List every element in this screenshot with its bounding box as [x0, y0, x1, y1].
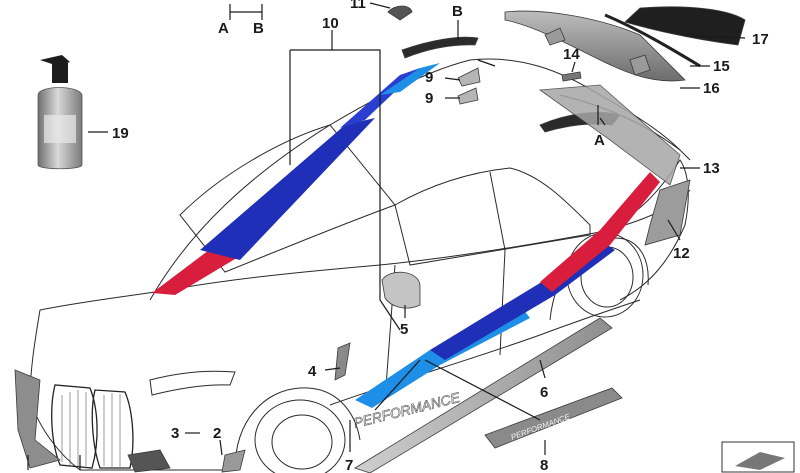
roof-trim-b: [401, 36, 479, 59]
callout-19: 19: [112, 125, 129, 142]
front-splitter: [14, 369, 61, 469]
headlight: [149, 370, 236, 396]
trunk-spoiler: [504, 10, 686, 82]
callout-3: 3: [171, 425, 179, 442]
front-wheel-arch: [234, 387, 361, 471]
callout-11: 11: [350, 0, 366, 12]
stripe-light-blue-roof: [380, 63, 440, 95]
emblem-14: [561, 71, 582, 82]
callout-16: 16: [703, 80, 720, 97]
front-wheel: [254, 399, 346, 473]
callout-B-left: B: [253, 20, 264, 37]
callout-5: 5: [400, 321, 408, 338]
hood-roof-stripe: [152, 63, 440, 295]
callout-17: 17: [752, 31, 769, 48]
callout-4: 4: [308, 363, 317, 380]
rear-bumper-insert: [644, 179, 691, 246]
callout-9-lower: 9: [425, 90, 433, 107]
stripe-dark-blue-hood: [200, 118, 375, 260]
callout-A-left: A: [218, 20, 229, 37]
reference-box: [721, 441, 795, 473]
part-11-cap: [387, 5, 413, 21]
b-pillar: [489, 171, 506, 251]
callout-13: 13: [703, 160, 720, 177]
winglet-9-lower: [457, 87, 479, 105]
leader-lines: [27, 2, 746, 470]
callout-A-right: A: [594, 132, 605, 149]
side-skirt: [354, 317, 613, 473]
front-wheel-rim: [271, 414, 333, 470]
cleaner-spray-bottle: [37, 55, 83, 170]
stripe-red-side: [540, 172, 660, 292]
callout-15: 15: [713, 58, 730, 75]
callout-B-top: B: [452, 3, 463, 20]
mirror-cap: [381, 271, 421, 309]
front-flap: [221, 449, 246, 473]
kidney-grille: [51, 384, 134, 469]
callout-12: 12: [673, 245, 690, 262]
callout-7: 7: [345, 457, 353, 473]
side-gill: [334, 342, 351, 381]
rear-wing: [624, 6, 746, 46]
callout-10: 10: [322, 15, 339, 32]
callout-14: 14: [563, 46, 580, 63]
side-window-outline: [394, 167, 591, 266]
side-stripe: [355, 172, 660, 408]
wing-gurney-strip: [604, 13, 701, 68]
winglet-9-upper: [457, 67, 481, 87]
callout-2: 2: [213, 425, 221, 442]
callout-6: 6: [540, 384, 548, 401]
callout-8: 8: [540, 457, 548, 473]
rear-quarter-trim: [538, 84, 681, 186]
callout-9-upper: 9: [425, 69, 433, 86]
front-bumper-insert: [127, 449, 171, 473]
door-sill-plate: PERFORMANCE: [484, 387, 623, 449]
rear-door-line: [499, 249, 506, 356]
